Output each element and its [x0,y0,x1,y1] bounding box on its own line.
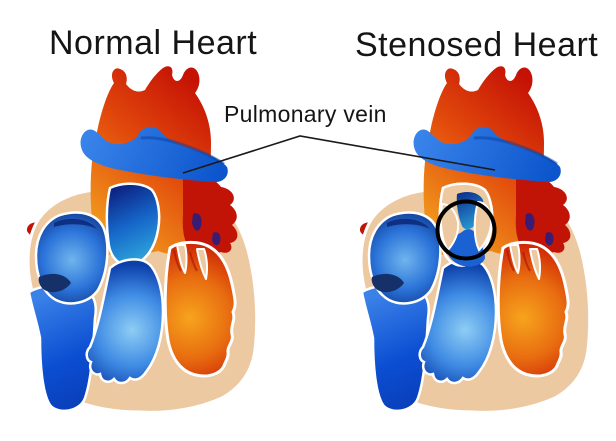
pulmonary-vein-label: Pulmonary vein [224,101,387,127]
normal-heart-title: Normal Heart [49,24,258,62]
stenosed-heart-title: Stenosed Heart [355,26,599,64]
normal-heart-illustration [25,64,259,414]
stenosed-heart-illustration [358,64,592,414]
stenosis-circle-marker [435,199,497,261]
annotation-leader-line [182,135,496,174]
